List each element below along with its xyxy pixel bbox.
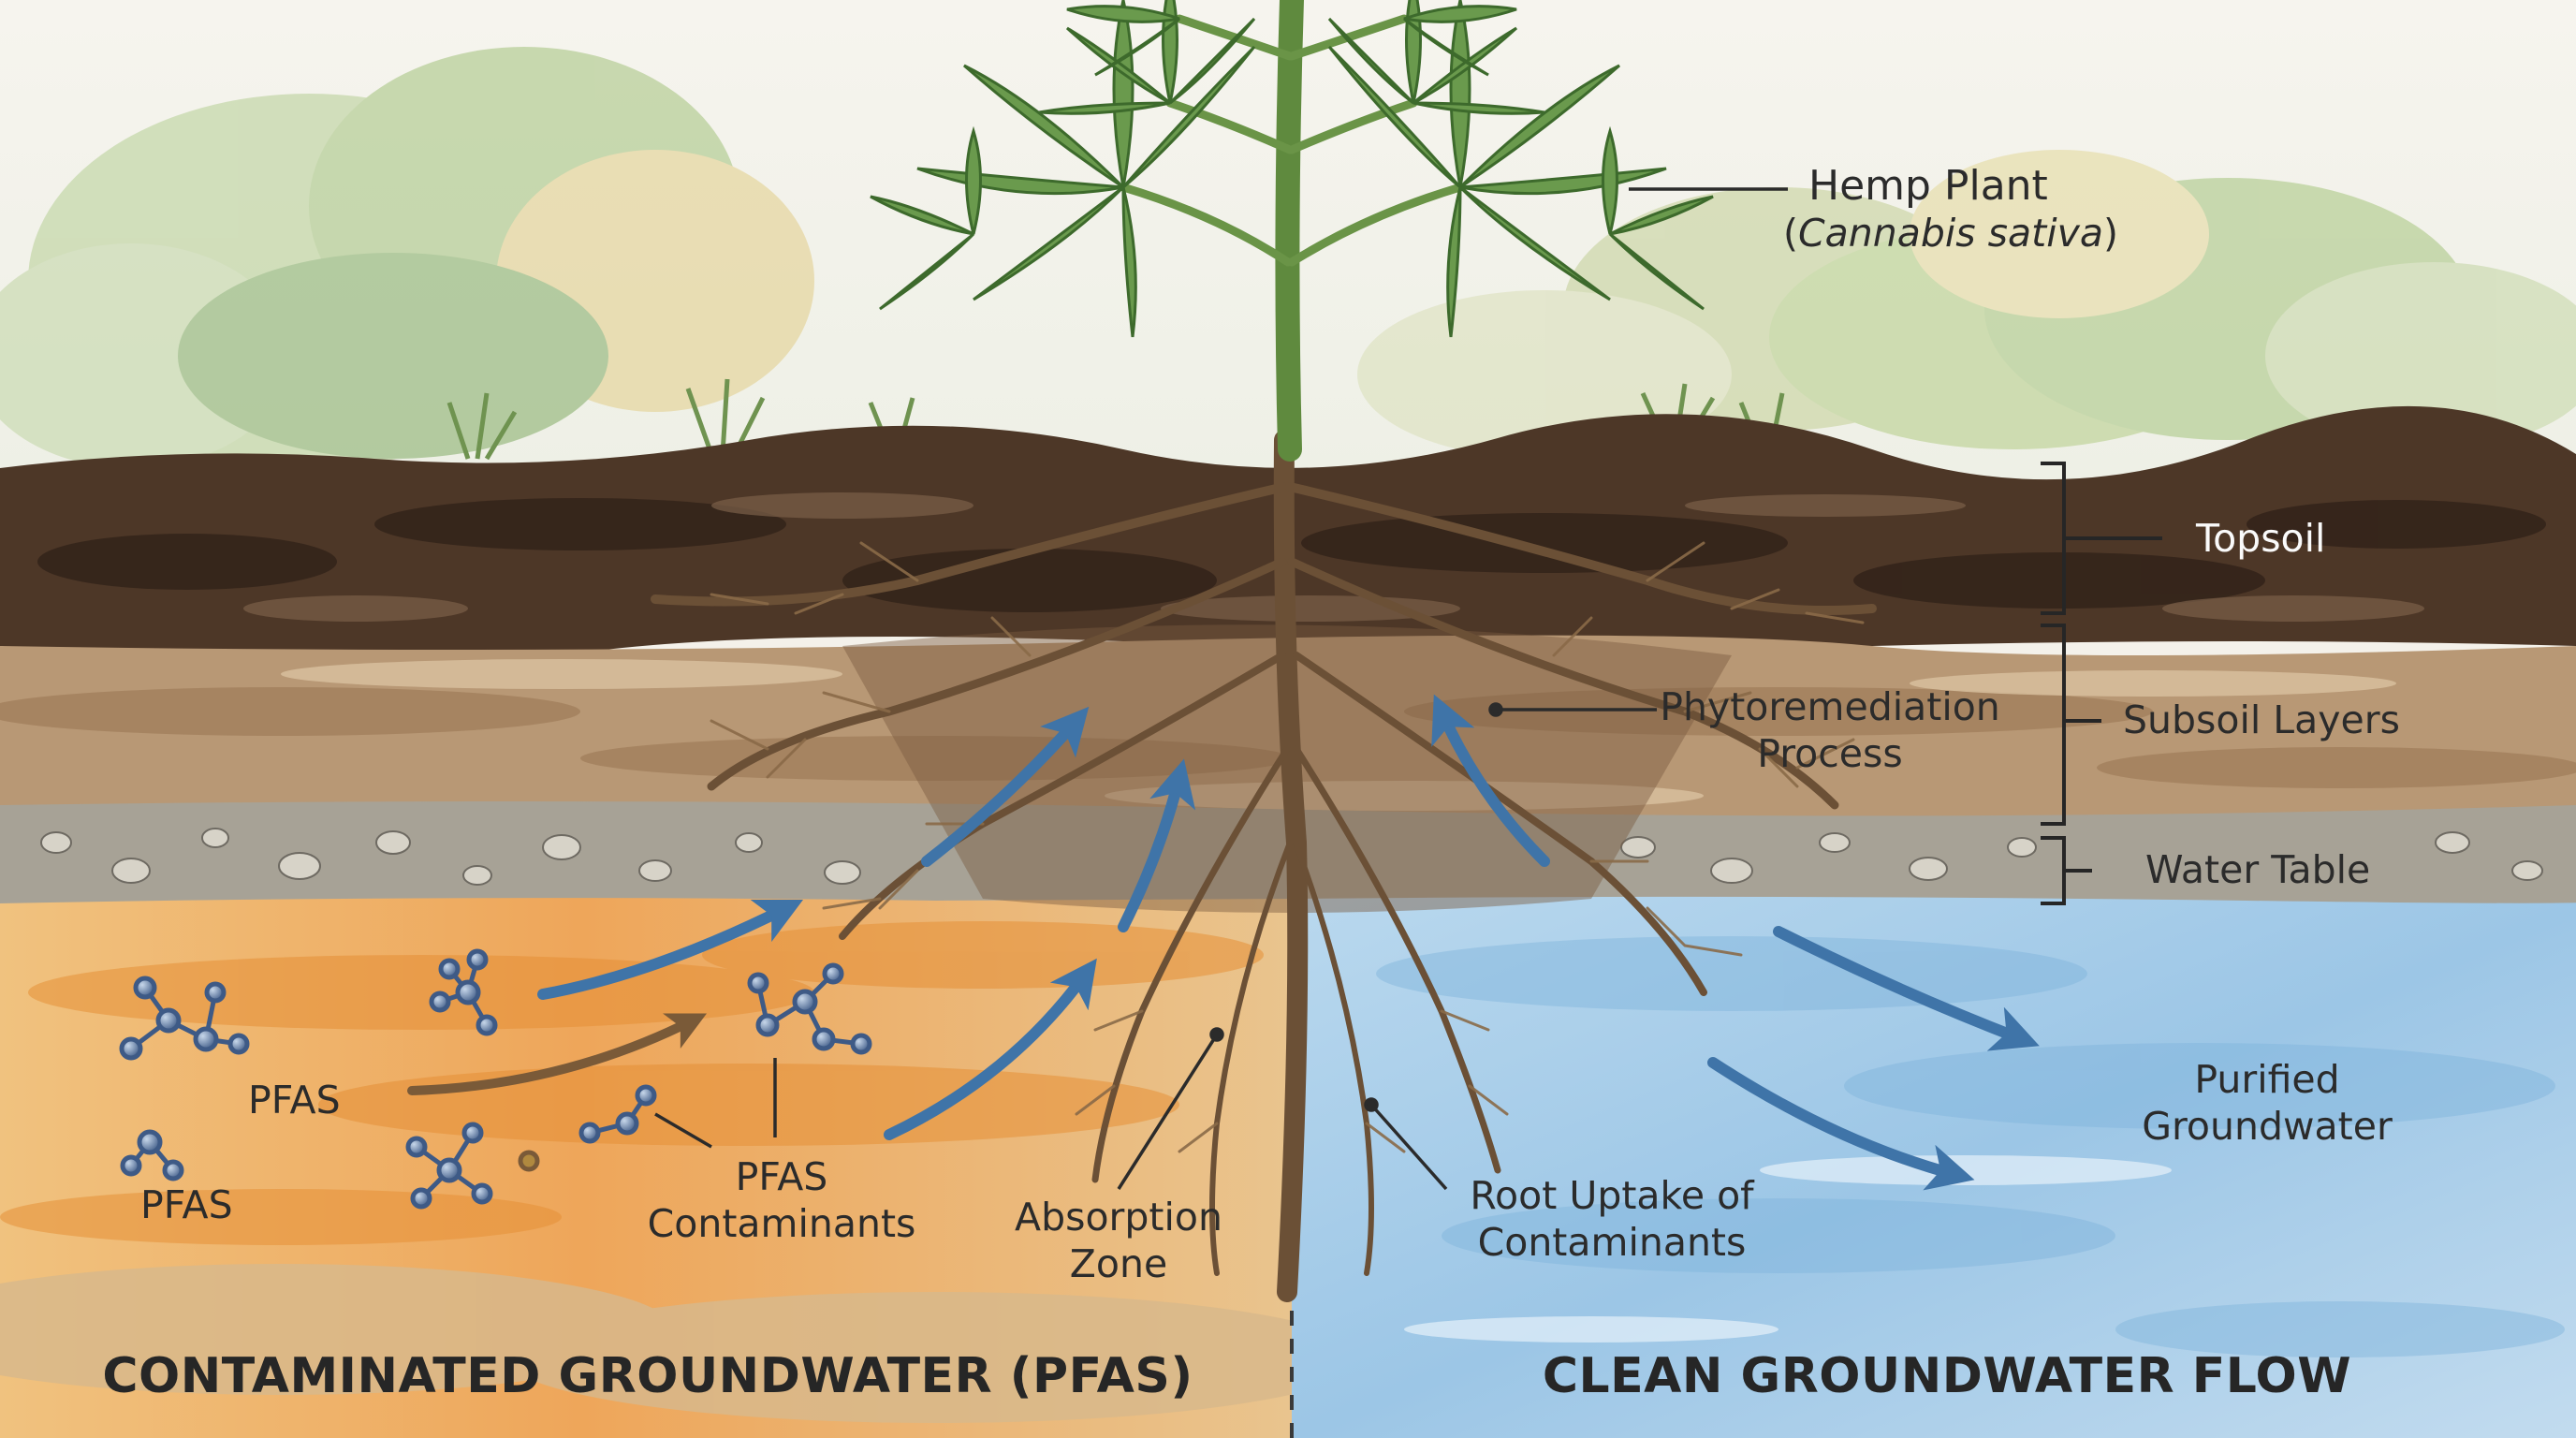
root-uptake-line2: Contaminants xyxy=(1477,1220,1747,1266)
title-contaminated-groundwater: CONTAMINATED GROUNDWATER (PFAS) xyxy=(102,1348,1193,1404)
arrow-absorption-1 xyxy=(921,706,1090,867)
phytoremediation-line2: Process xyxy=(1757,731,1903,777)
absorption-line2: Zone xyxy=(1069,1241,1168,1287)
label-root-uptake: Root Uptake of Contaminants xyxy=(1470,1172,1753,1266)
label-subsoil-layers: Subsoil Layers xyxy=(2123,697,2400,742)
arrow-clean-flow-2 xyxy=(1707,1057,1975,1191)
topsoil-texture xyxy=(37,498,2546,612)
leader-absorption xyxy=(1117,1034,1219,1190)
leader-root-uptake xyxy=(1369,1103,1448,1191)
plant-stem xyxy=(1275,0,1304,462)
pfas-molecule xyxy=(747,962,872,1055)
pfas-molecule xyxy=(119,976,250,1061)
subsoil-bands xyxy=(0,687,2576,788)
label-hemp-plant: Hemp Plant xyxy=(1808,162,2048,210)
label-hemp-plant-latin: (Cannabis sativa) xyxy=(1783,210,2118,257)
leader-lines xyxy=(654,187,1788,1191)
leader-phytoremediation-dot xyxy=(1488,702,1503,717)
plant-branches xyxy=(1119,14,1465,267)
gravel-stones xyxy=(40,828,2543,886)
arrow-absorption-2 xyxy=(1118,758,1196,932)
root-system xyxy=(651,430,1877,1302)
pfas-molecules xyxy=(119,948,872,1210)
hemp-leaves xyxy=(870,0,1714,338)
label-purified-groundwater: Purified Groundwater xyxy=(2142,1056,2393,1150)
label-absorption-zone: Absorption Zone xyxy=(1015,1194,1222,1287)
uptake-arrows xyxy=(537,694,2040,1191)
pfas-molecule xyxy=(578,1084,657,1144)
absorption-line1: Absorption xyxy=(1015,1195,1222,1240)
arrow-contaminant-flow-1 xyxy=(537,899,804,1000)
pfas-contaminants-line1: PFAS xyxy=(735,1154,828,1199)
arrow-contaminant-flow-2 xyxy=(884,958,1097,1140)
label-pfas-1: PFAS xyxy=(248,1078,341,1123)
arrow-clean-flow-1 xyxy=(1773,926,2040,1051)
label-water-table: Water Table xyxy=(2145,847,2371,892)
root-hairs xyxy=(710,541,1865,1153)
leader-absorption-dot xyxy=(1209,1027,1224,1042)
latin-paren-close: ) xyxy=(2103,211,2118,256)
latin-paren-open: ( xyxy=(1783,211,1798,256)
pfas-molecule xyxy=(120,1129,184,1181)
pfas-molecule xyxy=(405,1122,493,1210)
background-foliage xyxy=(0,47,2576,468)
purified-line1: Purified xyxy=(2194,1057,2340,1102)
label-pfas-2: PFAS xyxy=(140,1182,233,1227)
root-uptake-line1: Root Uptake of xyxy=(1470,1173,1754,1218)
label-phytoremediation: Phytoremediation Process xyxy=(1660,683,2000,777)
pfas-contaminants-line2: Contaminants xyxy=(647,1201,916,1247)
contaminated-water-streaks xyxy=(0,921,1264,1245)
latin-name: Cannabis sativa xyxy=(1798,211,2103,256)
pfas-molecule xyxy=(429,948,498,1036)
purified-line2: Groundwater xyxy=(2142,1104,2393,1150)
bracket-subsoil xyxy=(2041,624,2101,826)
contaminated-bottom-sediment xyxy=(0,1264,1367,1423)
bracket-water-table xyxy=(2041,836,2092,905)
clean-water-streaks xyxy=(1376,936,2565,1357)
label-pfas-contaminants: PFAS Contaminants xyxy=(648,1153,916,1247)
phytoremediation-line1: Phytoremediation xyxy=(1660,684,2000,729)
title-clean-groundwater: CLEAN GROUNDWATER FLOW xyxy=(1542,1348,2352,1404)
arrow-root-uptake xyxy=(1431,694,1550,867)
bracket-topsoil xyxy=(2041,462,2162,615)
topsoil-highlights xyxy=(243,492,2424,622)
leader-root-uptake-dot xyxy=(1364,1097,1379,1112)
pfas-particle xyxy=(518,1150,540,1172)
label-topsoil: Topsoil xyxy=(2196,516,2326,561)
leader-pfas-contaminants-2 xyxy=(654,1112,712,1149)
arrow-contaminant-flow-brown xyxy=(407,1013,708,1095)
layer-brackets xyxy=(2041,462,2162,905)
